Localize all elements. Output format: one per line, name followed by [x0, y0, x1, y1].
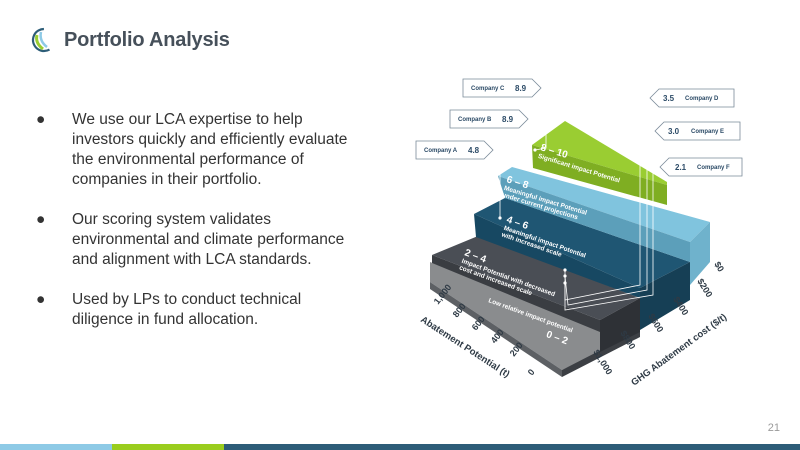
callout-company-c[interactable]: Company C 8.9 [462, 78, 542, 98]
company-score: 8.9 [502, 115, 514, 124]
bullet-list: ● We use our LCA expertise to help invest… [36, 110, 366, 350]
bullet-text: We use our LCA expertise to help investo… [72, 111, 348, 188]
bullet-item: ● Our scoring system validates environmen… [36, 210, 366, 270]
footer-segment-dark-blue [224, 444, 800, 450]
connector-dots [498, 148, 567, 285]
svg-text:$1,000: $1,000 [591, 348, 614, 377]
bullet-icon: ● [36, 291, 46, 308]
tier-4-6 [474, 198, 690, 330]
footer-bar [0, 444, 800, 450]
callout-company-b[interactable]: Company B 8.9 [449, 109, 529, 129]
company-name: Company F [697, 165, 730, 171]
company-score: 4.8 [468, 146, 480, 155]
logo-icon [31, 27, 57, 53]
callout-company-d[interactable]: 3.5 Company D [649, 88, 735, 108]
company-name: Company B [458, 117, 492, 123]
callout-company-f[interactable]: 2.1 Company F [659, 157, 743, 177]
tier-8-10 [532, 121, 667, 205]
bullet-text: Our scoring system validates environment… [72, 211, 345, 268]
company-name: Company E [691, 129, 724, 135]
company-score: 3.0 [668, 127, 680, 136]
tier-6-8 [498, 167, 710, 285]
company-score: 3.5 [663, 94, 675, 103]
company-name: Company D [685, 96, 719, 102]
callout-company-a[interactable]: Company A 4.8 [415, 140, 494, 160]
company-name: Company C [471, 86, 505, 92]
bullet-icon: ● [36, 111, 46, 128]
callout-company-e[interactable]: 3.0 Company E [654, 121, 741, 141]
bullet-item: ● Used by LPs to conduct technical dilige… [36, 290, 366, 330]
page-number: 21 [767, 422, 780, 434]
connector-lines [492, 87, 660, 311]
company-score: 8.9 [515, 84, 527, 93]
bullet-item: ● We use our LCA expertise to help invest… [36, 110, 366, 190]
tier-2-4 [432, 236, 640, 352]
bullet-icon: ● [36, 211, 46, 228]
company-name: Company A [424, 148, 458, 154]
bullet-text: Used by LPs to conduct technical diligen… [72, 291, 302, 328]
company-score: 2.1 [675, 163, 687, 172]
page-title: Portfolio Analysis [64, 29, 230, 51]
svg-text:$0: $0 [712, 260, 726, 274]
svg-text:0: 0 [526, 367, 537, 377]
svg-text:$200: $200 [695, 277, 714, 299]
footer-segment-light-blue [0, 444, 112, 450]
footer-segment-green [112, 444, 224, 450]
